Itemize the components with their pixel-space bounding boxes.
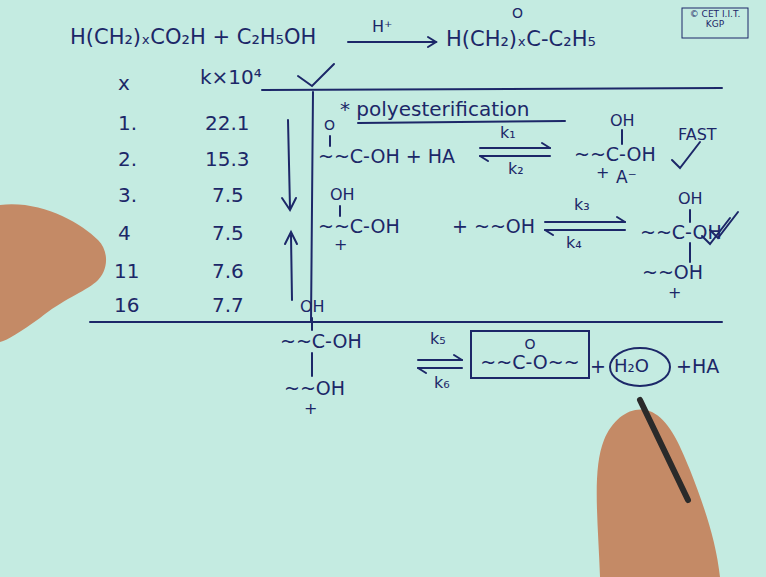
intermediate-text: ~~OH (642, 262, 703, 283)
table-cell: 7.6 (212, 260, 244, 282)
ester-box: O~~C-O~~ (470, 330, 590, 379)
rate-constant: k₆ (434, 374, 450, 392)
table-cell: 3. (118, 184, 137, 206)
table-cell: 7.5 (212, 184, 244, 206)
charge: + (596, 164, 609, 182)
charge: + (334, 236, 347, 254)
rate-constant: k₅ (430, 330, 446, 348)
counter-ion: A⁻ (616, 168, 637, 187)
rate-constant: k₂ (508, 160, 524, 178)
hydroxyl: OH (300, 298, 325, 316)
hydroxyl: OH (330, 186, 355, 204)
table-cell: 1. (118, 112, 137, 134)
intermediate-text: ~~C-OH (318, 216, 400, 237)
section-heading: * polyesterification (340, 98, 530, 120)
equation-text: H(CH₂)ₓC-C₂H₅ (446, 28, 596, 51)
column-head: k×10⁴ (200, 66, 262, 88)
intermediate-text: ~~C-OH (574, 144, 656, 165)
column-head: x (118, 72, 130, 94)
product-text: H₂O (614, 356, 649, 376)
ester-text: ~~C-O~~ (472, 352, 588, 373)
carbonyl-o: O (472, 337, 588, 352)
rate-constant: k₁ (500, 124, 516, 142)
intermediate-text: ~~C-OH (640, 222, 722, 243)
charge: + (304, 400, 317, 418)
intermediate-text: ~~OH (284, 378, 345, 399)
carbonyl-o: O (324, 118, 335, 133)
catalyst: H⁺ (372, 18, 392, 36)
rate-constant: k₄ (566, 234, 582, 252)
table-cell: 22.1 (205, 112, 250, 134)
table-cell: 2. (118, 148, 137, 170)
hydroxyl: OH (610, 112, 635, 130)
charge: + (668, 284, 681, 302)
table-cell: 15.3 (205, 148, 250, 170)
hydroxyl: OH (678, 190, 703, 208)
reactant-text: + ~~OH (452, 216, 535, 237)
table-cell: 16 (114, 294, 139, 316)
table-cell: 4 (118, 222, 131, 244)
equation-text: H(CH₂)ₓCO₂H + C₂H₅OH (70, 26, 316, 49)
plus-sign: + (590, 356, 606, 377)
table-cell: 7.5 (212, 222, 244, 244)
note: FAST (678, 126, 717, 144)
table-cell: 11 (114, 260, 139, 282)
table-cell: 7.7 (212, 294, 244, 316)
carbonyl-o: O (512, 6, 523, 21)
reactant-text: ~~C-OH + HA (318, 146, 455, 167)
intermediate-text: ~~C-OH (280, 331, 362, 352)
rate-constant: k₃ (574, 196, 590, 214)
watermark: © CET I.I.T. KGP (685, 10, 745, 30)
product-text: +HA (676, 356, 719, 377)
